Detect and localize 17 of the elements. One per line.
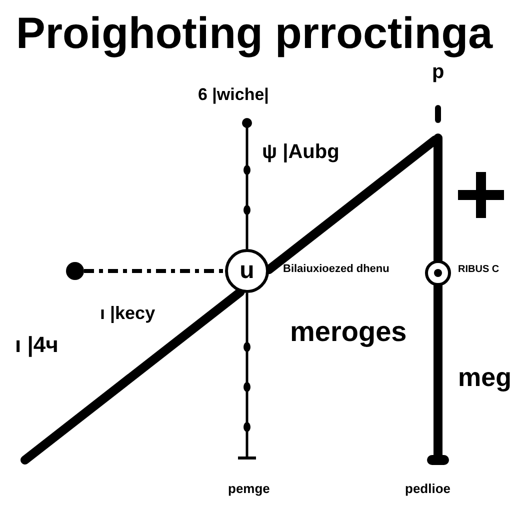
annotation-label: meg (458, 364, 512, 390)
connector-line (242, 118, 252, 249)
annotation-label: ψ |Aubg (262, 142, 340, 162)
annotation-label: Bilaiuxioezed dhenu (283, 264, 390, 275)
ring-node (425, 260, 451, 286)
annotation-label: pedlioe (405, 482, 451, 495)
annotation-label: RIBUS C (458, 265, 500, 275)
annotation-label: ı |4ч (15, 334, 58, 356)
annotation-label: pemge (228, 482, 270, 495)
annotation-label: p (432, 62, 444, 82)
annotation-label: ı |kecy (100, 304, 156, 322)
diagram-title: Proighoting prroctinga (16, 12, 493, 56)
annotation-label: meroges (290, 318, 407, 346)
annotation-label: 6 |wiche| (198, 86, 269, 103)
connector-line (238, 293, 256, 460)
node-label: u (240, 259, 254, 283)
connector-line (84, 269, 225, 273)
